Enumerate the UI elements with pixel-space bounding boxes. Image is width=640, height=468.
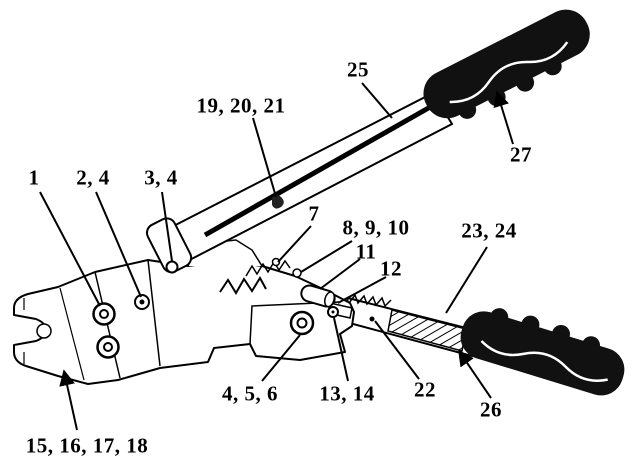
mechanism-cluster	[219, 257, 375, 322]
pawl-pin	[271, 257, 281, 267]
callout-label-27: 27	[510, 142, 532, 167]
leader-1	[39, 191, 101, 307]
callout-label-15-16-17-18: 15, 16, 17, 18	[25, 433, 149, 458]
leader-22	[374, 320, 420, 380]
leader-26	[458, 349, 492, 399]
spring	[219, 276, 267, 295]
leader-13-14	[333, 317, 349, 382]
leader-4-5-6	[261, 334, 301, 382]
handle-rod	[203, 103, 434, 238]
leader-15-16-17-18	[59, 369, 78, 431]
callout-label-1: 1	[28, 165, 40, 190]
callout-label-22: 22	[414, 377, 436, 402]
callout-label-4-5-6: 4, 5, 6	[222, 381, 278, 406]
callout-label-26: 26	[480, 397, 502, 422]
leader-7	[277, 225, 312, 263]
leader-12	[337, 276, 387, 304]
reference-dot	[369, 316, 375, 322]
callout-label-12: 12	[380, 256, 402, 281]
fasteners	[92, 260, 315, 359]
lower-grip	[460, 308, 625, 396]
callout-label-13-14: 13, 14	[319, 381, 375, 406]
callout-label-25: 25	[347, 57, 369, 82]
callout-label-3-4: 3, 4	[144, 165, 178, 190]
bracket-pin	[165, 260, 179, 274]
leader-lines	[39, 82, 514, 431]
leader-25	[361, 82, 393, 119]
ratchet-teeth	[348, 293, 392, 308]
jaw-die	[36, 323, 52, 339]
lower-handle	[340, 293, 625, 396]
callout-label-23-24: 23, 24	[461, 218, 517, 243]
leader-19-20-21	[252, 117, 277, 198]
leader-23-24	[445, 246, 488, 314]
pawl-teeth	[245, 259, 291, 277]
callout-label-2-4: 2, 4	[76, 165, 110, 190]
callout-label-19-20-21: 19, 20, 21	[196, 93, 286, 118]
leader-27	[493, 90, 514, 145]
leader-11	[319, 258, 361, 290]
callout-label-11: 11	[355, 239, 377, 264]
leader-8-9-10	[300, 240, 353, 273]
handle-clip	[272, 195, 284, 209]
callout-label-7: 7	[308, 201, 320, 226]
callout-label-8-9-10: 8, 9, 10	[342, 215, 410, 240]
upper-grip	[423, 9, 590, 119]
spring-pin	[292, 268, 302, 278]
leader-2-4	[95, 191, 142, 298]
leader-3-4	[161, 191, 173, 262]
